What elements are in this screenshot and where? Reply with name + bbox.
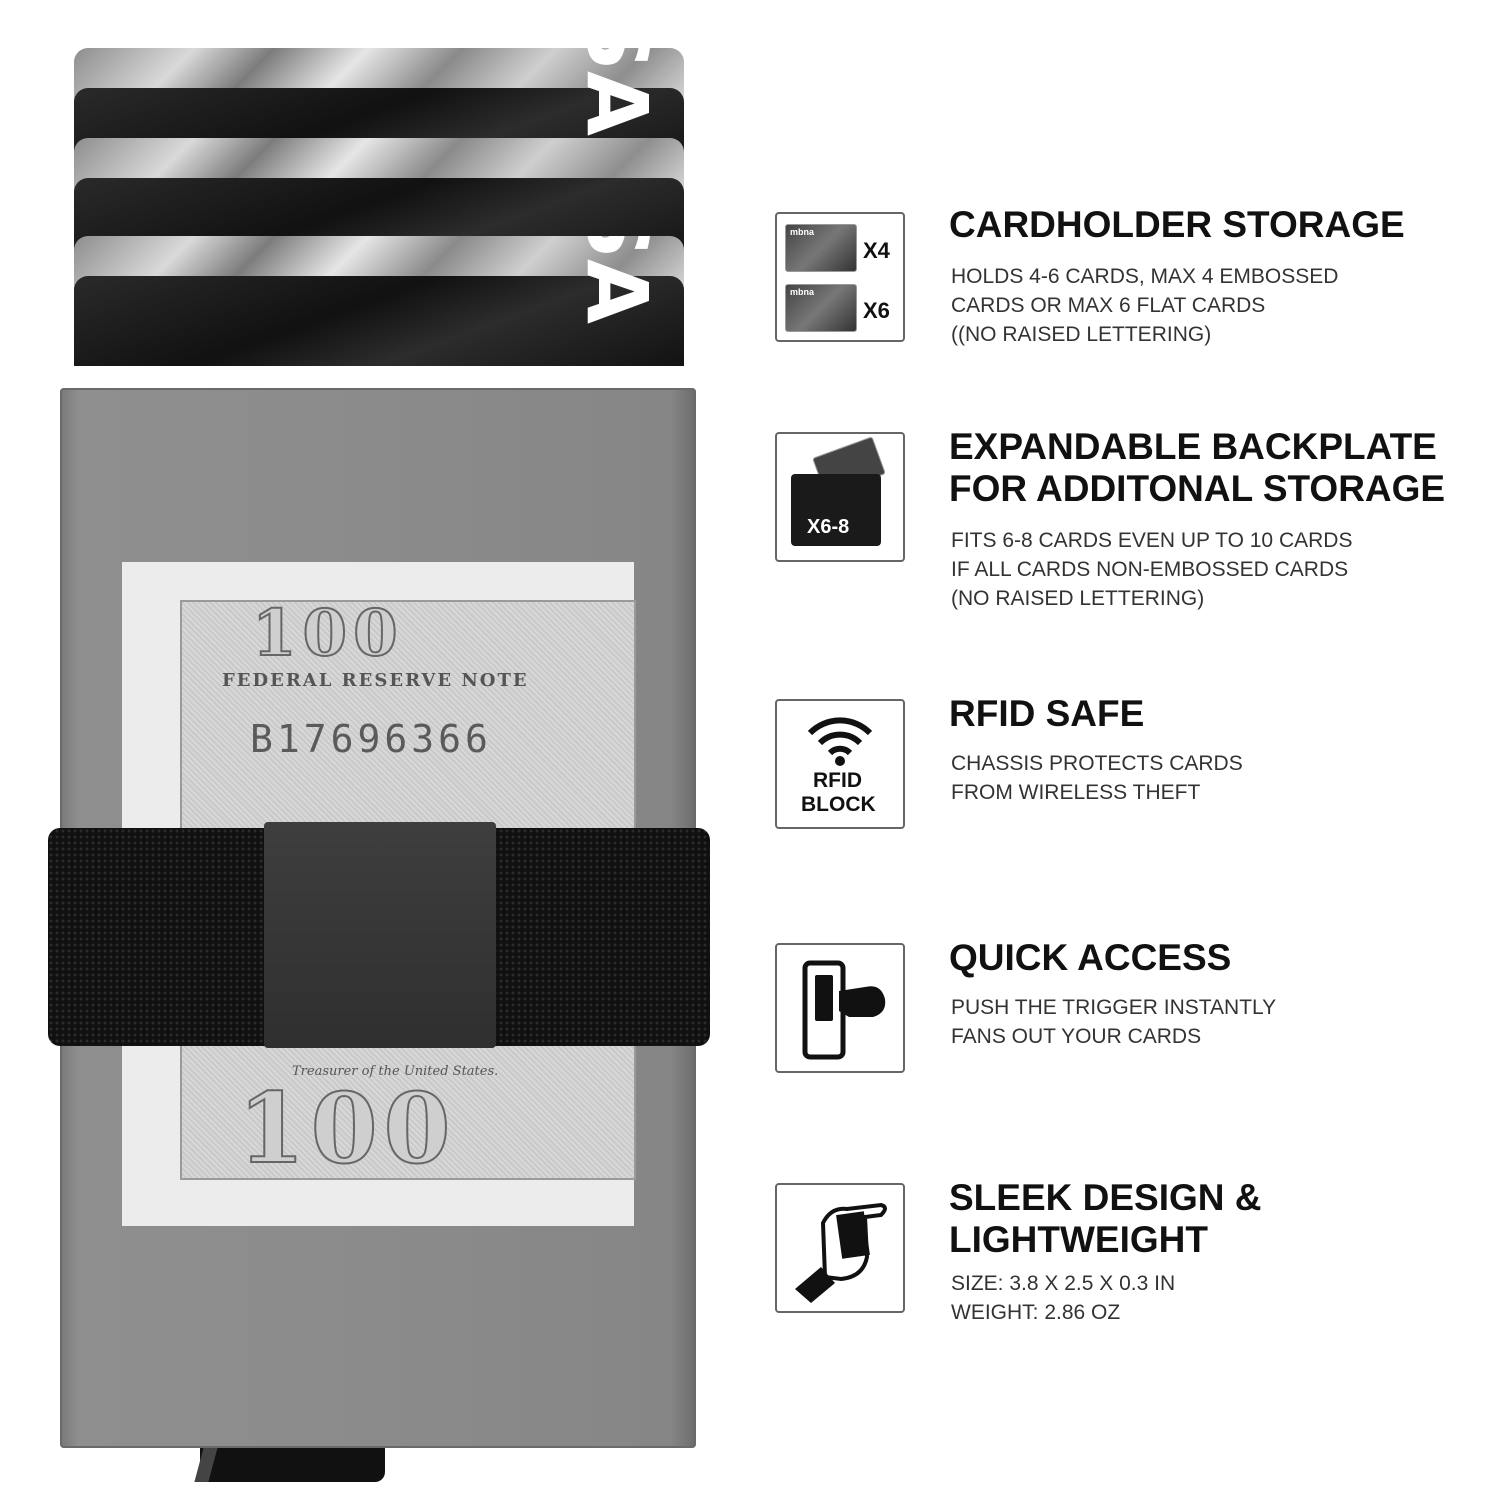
x6-label: X6 [863, 298, 890, 323]
stacked-cards-icon: mbna X4 mbna X6 [775, 212, 905, 342]
feature-description: HOLDS 4-6 CARDS, MAX 4 EMBOSSED CARDS OR… [951, 265, 1339, 346]
bill-treasurer: Treasurer of the United States. [292, 1064, 499, 1079]
feature-title: RFID SAFE [949, 693, 1145, 734]
feature-title: SLEEK DESIGN & LIGHTWEIGHT [949, 1177, 1262, 1260]
bill-serial: B17696366 [250, 717, 492, 761]
rfid-block-icon: RFID BLOCK [775, 699, 905, 829]
band-clip [264, 822, 496, 1048]
card-brand-logo: VISA [568, 48, 666, 136]
feature-description: SIZE: 3.8 X 2.5 X 0.3 IN WEIGHT: 2.86 OZ [951, 1272, 1176, 1324]
bill-heading: FEDERAL RESERVE NOTE [222, 670, 529, 691]
backplate-icon: X6-8 [775, 432, 905, 562]
bill-denomination: 100 [251, 600, 404, 672]
credit-card: VISA [74, 236, 684, 366]
feature-description: PUSH THE TRIGGER INSTANTLY FANS OUT YOUR… [951, 996, 1277, 1048]
feature-description: FITS 6-8 CARDS EVEN UP TO 10 CARDS IF AL… [951, 529, 1353, 610]
feature-title: CARDHOLDER STORAGE [949, 204, 1405, 245]
feature-title: QUICK ACCESS [949, 937, 1232, 978]
card-brand-logo: VISA [568, 236, 666, 324]
rfid-label: RFID [813, 769, 862, 792]
feature-title: EXPANDABLE BACKPLATE FOR ADDITONAL STORA… [949, 426, 1446, 509]
feature-description: CHASSIS PROTECTS CARDS FROM WIRELESS THE… [951, 752, 1243, 804]
bill-denomination: 100 [237, 1071, 457, 1180]
wallet-product-image: VISA VISA 100 FEDERAL RESERVE NOTE B1769… [0, 0, 740, 1500]
hand-card-icon [775, 1183, 905, 1313]
wifi-icon [807, 717, 873, 766]
x6-8-label: X6-8 [807, 516, 850, 538]
x4-label: X4 [863, 238, 890, 263]
push-trigger-icon [775, 943, 905, 1073]
block-label: BLOCK [801, 793, 876, 816]
